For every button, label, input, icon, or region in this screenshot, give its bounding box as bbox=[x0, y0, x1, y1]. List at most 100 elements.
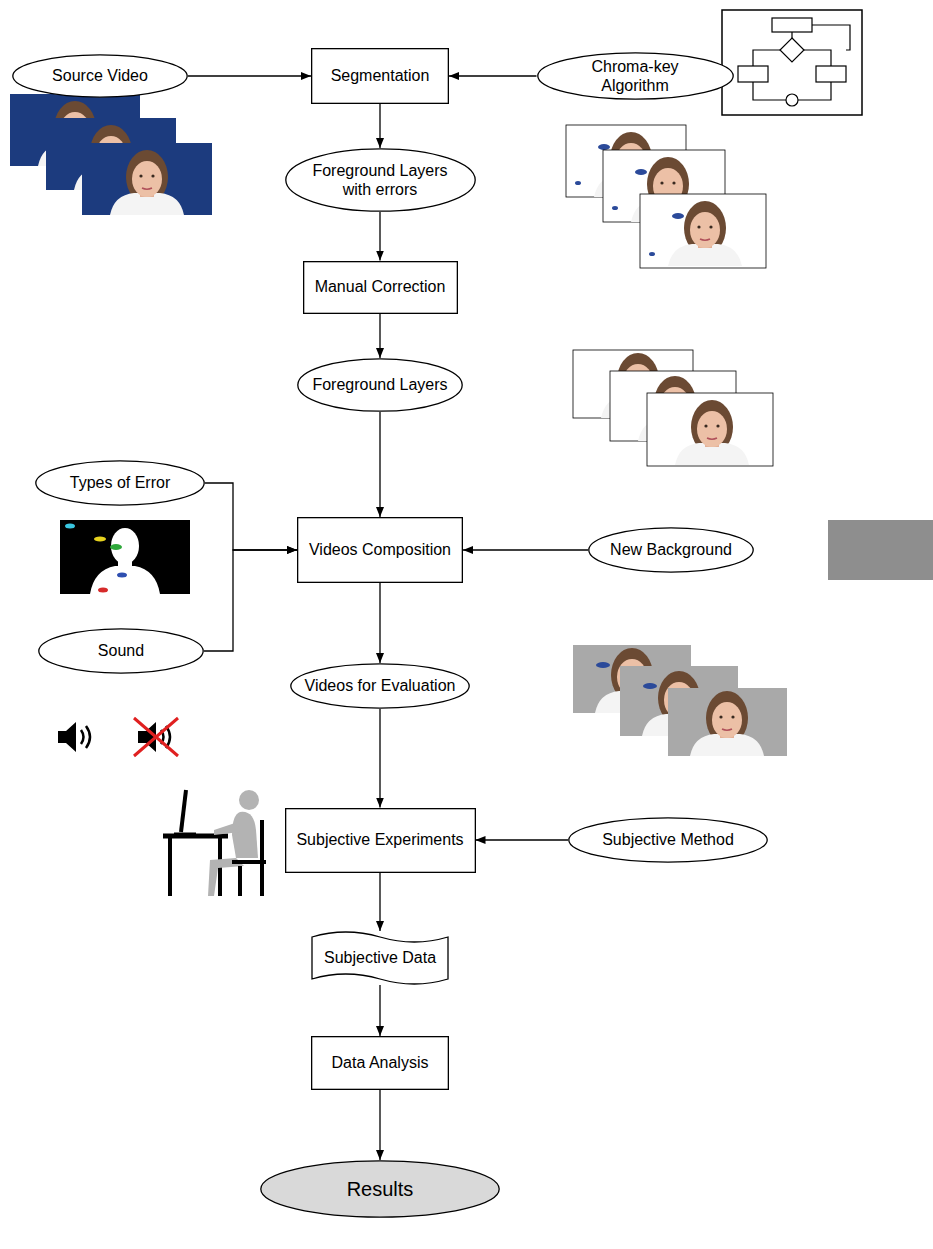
flow-arrow bbox=[476, 839, 569, 840]
source-frames bbox=[82, 143, 212, 215]
process-box: Data Analysis bbox=[311, 1036, 449, 1090]
ellipse-outline bbox=[36, 461, 204, 505]
data-ellipse: Chroma-key Algorithm bbox=[537, 52, 734, 100]
algorithm-icon bbox=[753, 25, 850, 100]
source-frames bbox=[10, 94, 212, 215]
ellipse-outline bbox=[537, 53, 732, 99]
node-label: Source Video bbox=[52, 66, 148, 85]
ellipse-outline bbox=[291, 664, 469, 708]
flow-arrow bbox=[379, 412, 380, 517]
foreground-frames bbox=[647, 393, 773, 466]
viewer-figure bbox=[174, 833, 196, 836]
error-mask bbox=[60, 520, 190, 594]
node-label: Manual Correction bbox=[315, 277, 446, 296]
foreground-frames bbox=[647, 393, 773, 466]
error-frames bbox=[672, 213, 684, 219]
source-frames bbox=[110, 150, 184, 215]
document-outline bbox=[312, 932, 448, 984]
node-label: Sound bbox=[98, 641, 144, 660]
error-frames bbox=[668, 201, 742, 266]
speaker-icon bbox=[58, 722, 90, 752]
process-box: Videos Composition bbox=[297, 517, 463, 583]
data-ellipse: Foreground Layers with errors bbox=[285, 148, 476, 212]
box-outline bbox=[285, 808, 475, 872]
node-label: Subjective Data bbox=[324, 948, 436, 967]
node-label: Foreground Layers bbox=[312, 375, 447, 394]
algorithm-icon bbox=[722, 10, 862, 115]
mute-icon bbox=[134, 718, 178, 756]
box-outline bbox=[303, 261, 457, 313]
foreground-frames bbox=[573, 350, 773, 466]
flow-arrow bbox=[379, 212, 380, 261]
viewer-figure bbox=[163, 790, 266, 896]
evaluation-frames bbox=[643, 683, 657, 689]
error-frames bbox=[635, 169, 647, 175]
mute-icon bbox=[138, 722, 156, 752]
flow-arrow bbox=[379, 1090, 380, 1160]
data-ellipse: Subjective Method bbox=[568, 817, 768, 863]
error-mask bbox=[98, 588, 108, 593]
node-label: Types of Error bbox=[70, 473, 170, 492]
data-ellipse: Source Video bbox=[12, 54, 188, 98]
flow-arrow bbox=[205, 483, 297, 550]
node-label: Chroma-key Algorithm bbox=[580, 57, 690, 95]
speaker-icon bbox=[58, 722, 76, 752]
ellipse-outline bbox=[39, 629, 203, 673]
mute-icon bbox=[134, 718, 178, 756]
node-label: Foreground Layers with errors bbox=[309, 161, 451, 199]
viewer-figure bbox=[239, 790, 259, 810]
speaker-icon bbox=[81, 726, 90, 748]
data-ellipse: Sound bbox=[38, 628, 204, 674]
error-mask bbox=[111, 528, 139, 564]
algorithm-icon bbox=[786, 94, 798, 106]
error-mask bbox=[90, 566, 160, 594]
error-mask bbox=[65, 524, 75, 529]
flow-arrow bbox=[379, 104, 380, 148]
ellipse-outline bbox=[569, 818, 767, 862]
ellipse-outline bbox=[13, 55, 187, 97]
evaluation-frames bbox=[668, 688, 787, 756]
box-outline bbox=[298, 518, 463, 583]
ellipse-outline bbox=[298, 359, 462, 411]
node-label: Videos Composition bbox=[309, 540, 451, 559]
error-frames bbox=[612, 206, 618, 210]
node-label: Subjective Experiments bbox=[296, 830, 463, 849]
box-outline bbox=[312, 1037, 449, 1090]
viewer-figure bbox=[232, 812, 258, 858]
error-frames bbox=[640, 194, 766, 268]
data-ellipse: Videos for Evaluation bbox=[290, 663, 470, 709]
data-ellipse: New Background bbox=[588, 527, 754, 573]
error-frames bbox=[640, 194, 766, 268]
viewer-figure bbox=[181, 790, 186, 832]
error-mask bbox=[94, 537, 106, 542]
ellipse-outline bbox=[589, 528, 753, 572]
evaluation-frames bbox=[690, 691, 764, 756]
process-box: Manual Correction bbox=[303, 261, 458, 314]
error-frames bbox=[566, 125, 766, 268]
foreground-frames bbox=[675, 400, 749, 465]
data-document: Subjective Data bbox=[311, 931, 449, 985]
flow-arrow bbox=[204, 550, 297, 651]
node-label: Data Analysis bbox=[332, 1053, 429, 1072]
error-mask bbox=[110, 544, 122, 550]
error-mask bbox=[117, 573, 127, 578]
node-outline bbox=[285, 148, 476, 212]
flow-arrow bbox=[188, 75, 311, 76]
error-frames bbox=[575, 181, 581, 185]
background-swatch bbox=[828, 520, 933, 580]
algorithm-icon bbox=[780, 38, 804, 62]
error-frames bbox=[649, 252, 655, 256]
data-ellipse: Results bbox=[260, 1160, 500, 1218]
process-box: Segmentation bbox=[311, 48, 449, 104]
algorithm-icon bbox=[816, 66, 846, 82]
node-label: Subjective Method bbox=[602, 830, 734, 849]
flow-arrow bbox=[379, 583, 380, 663]
process-box: Subjective Experiments bbox=[285, 808, 476, 873]
flow-arrow bbox=[379, 985, 380, 1036]
flow-arrow bbox=[449, 75, 537, 76]
error-mask bbox=[60, 520, 190, 594]
viewer-figure bbox=[214, 822, 240, 835]
algorithm-icon bbox=[772, 18, 812, 32]
